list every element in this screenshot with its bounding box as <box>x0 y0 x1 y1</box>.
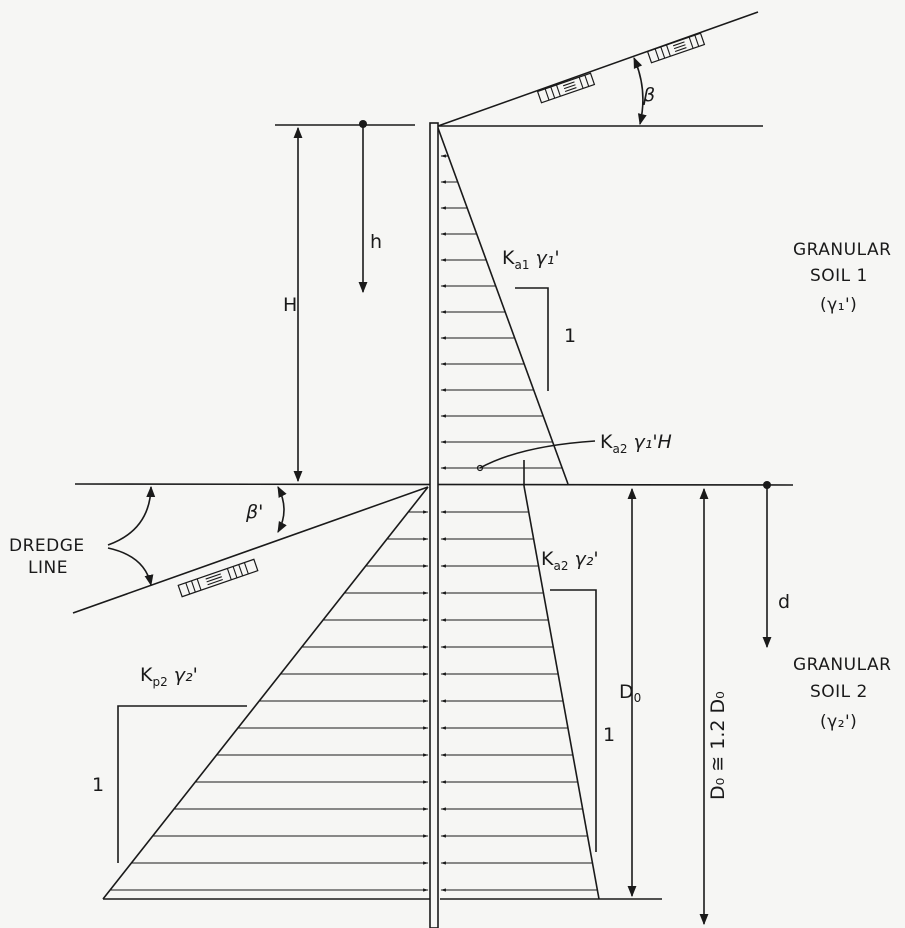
ka2-slope-indicator <box>550 589 597 852</box>
dredge-leader-lower <box>107 547 154 587</box>
ka2H-leader-dot <box>476 464 484 472</box>
total-depth-label: D₀ ≅ 1.2 D₀ <box>707 691 729 800</box>
passive-pressure-outline <box>102 486 429 900</box>
ka2H-leader <box>479 440 596 469</box>
soil-1-label-line1: GRANULAR <box>793 240 891 260</box>
passive-pressure-arrows <box>110 510 429 892</box>
h-label: h <box>370 231 382 253</box>
backfill-slope-line <box>437 11 759 127</box>
d-label: d <box>778 591 790 613</box>
beta-angle-arc <box>633 56 647 126</box>
beta-label: β <box>642 84 655 106</box>
active-pressure-lower-outline <box>523 485 600 900</box>
soil-1-label-line2: SOIL 1 <box>810 266 868 286</box>
active-pressure-arrows-upper <box>440 154 563 470</box>
soil-1-label-line3: (γ₁') <box>820 295 857 315</box>
dredge-slope-line <box>72 486 429 614</box>
ka1-slope-indicator <box>515 287 549 391</box>
kp2-slope-indicator <box>117 705 247 863</box>
H-label: H <box>283 294 297 316</box>
ka1-slope-one: 1 <box>564 325 576 347</box>
d-origin-dot <box>763 481 771 489</box>
h-origin-dot <box>359 120 367 128</box>
soil-hatch-dredge <box>177 558 259 598</box>
sheet-pile-wall <box>429 122 439 928</box>
soil-2-label-line3: (γ₂') <box>820 712 857 732</box>
kp2-slope-one: 1 <box>92 774 104 796</box>
ka2-slope-one: 1 <box>603 724 615 746</box>
soil-hatch-upper-b <box>646 32 706 64</box>
dredge-line-label-line2: LINE <box>28 558 68 578</box>
soil-2-label-line1: GRANULAR <box>793 655 891 675</box>
beta-prime-angle-arc <box>277 486 287 533</box>
soil-hatch-upper-a <box>536 72 596 104</box>
soil-2-label-line2: SOIL 2 <box>810 682 868 702</box>
dredge-leader-upper <box>107 485 156 546</box>
active-pressure-arrows-lower <box>440 510 598 892</box>
D0-label: D0 <box>619 681 641 705</box>
active-pressure-upper-outline <box>437 127 569 485</box>
beta-prime-label: β' <box>245 501 263 523</box>
dredge-line-label-line1: DREDGE <box>9 536 85 556</box>
